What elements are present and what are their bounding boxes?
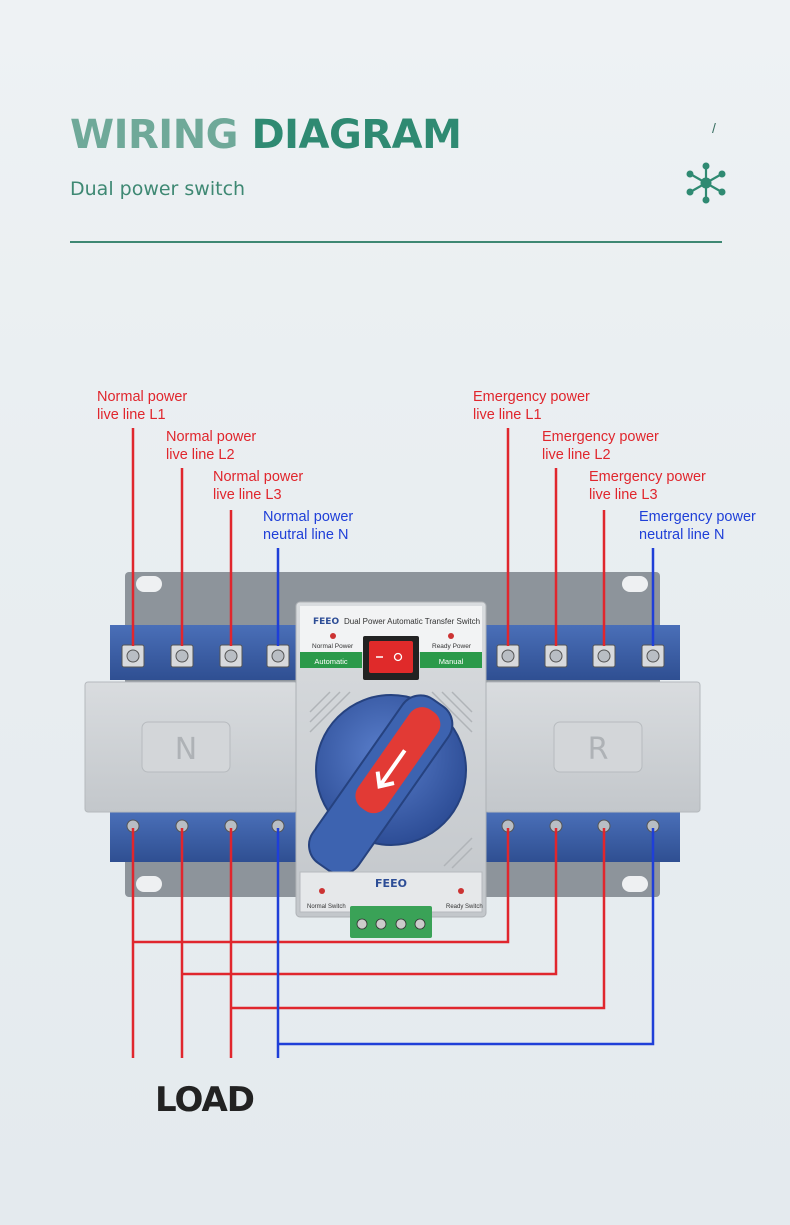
ready-power-label: Ready Power <box>432 643 472 650</box>
manual-strip <box>420 652 482 668</box>
page-subtitle: Dual power switch <box>70 178 246 200</box>
title-word-wiring: WIRING <box>70 112 239 158</box>
normal-switch-label: Normal Switch <box>307 904 346 910</box>
brand-logo-bottom: FEEO <box>375 877 407 890</box>
automatic-label: Automatic <box>314 657 348 666</box>
incoming-live-wires <box>131 428 606 646</box>
r-badge <box>553 721 643 773</box>
rotary-handle[interactable] <box>300 687 461 883</box>
load-label: LOAD <box>155 1080 255 1120</box>
terminal-block-bottom-right <box>485 812 680 862</box>
manual-label: Manual <box>439 657 464 666</box>
slash-mark: / <box>712 120 716 136</box>
brand-logo-top: FEEO <box>313 617 339 627</box>
normal-power-label: Normal Power <box>312 643 354 650</box>
n-badge-letter: N <box>175 732 197 767</box>
header-divider <box>70 241 722 243</box>
signal-terminal-block <box>350 906 432 938</box>
load-live-wires <box>131 828 606 1058</box>
terminal-screws-top <box>121 644 665 668</box>
incoming-neutral-wires <box>276 548 655 646</box>
mount-hole <box>136 576 162 592</box>
r-badge-letter: R <box>588 732 609 767</box>
mount-hole <box>622 876 648 892</box>
ready-switch-label: Ready Switch <box>446 904 483 910</box>
load-neutral-wire <box>276 828 655 1058</box>
panel-title-text: Dual Power Automatic Transfer Switch <box>344 617 480 626</box>
mount-hole <box>136 876 162 892</box>
page-title: WIRING DIAGRAM <box>70 112 462 158</box>
automatic-strip <box>300 652 362 668</box>
n-badge <box>141 721 231 773</box>
mount-hole <box>622 576 648 592</box>
terminal-block-bottom-left <box>110 812 298 862</box>
network-hub-icon <box>686 162 726 204</box>
title-word-diagram: DIAGRAM <box>251 112 462 158</box>
